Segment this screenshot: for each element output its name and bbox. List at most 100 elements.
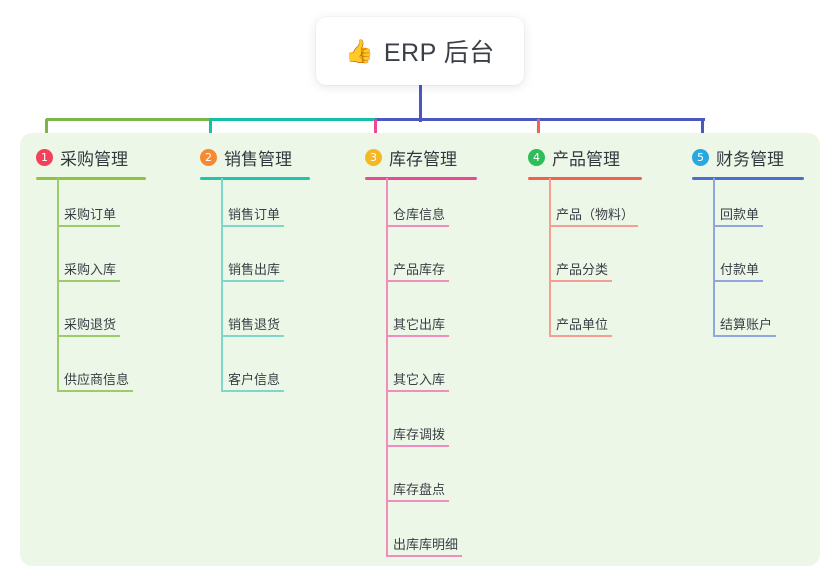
leaf-node[interactable]: 采购退货 [58, 314, 120, 337]
leaf-label: 回款单 [720, 207, 760, 222]
branch-spine-1 [57, 178, 59, 392]
branch-number-badge: 3 [365, 148, 382, 166]
leaf-underline [58, 335, 120, 337]
leaf-underline [714, 225, 763, 227]
branch-underline-1 [36, 177, 146, 180]
branch-underline-5 [692, 177, 804, 180]
leaf-node[interactable]: 产品分类 [550, 259, 612, 282]
leaf-label: 付款单 [720, 262, 760, 277]
leaf-underline [387, 225, 449, 227]
leaf-label: 结算账户 [720, 317, 773, 332]
branch-header-1[interactable]: 1 采购管理 [36, 145, 128, 169]
root-node-card[interactable]: 👍 ERP 后台 [316, 17, 524, 85]
leaf-underline [58, 280, 120, 282]
leaf-label: 销售退货 [228, 317, 281, 332]
branch-number-badge: 2 [200, 148, 217, 166]
leaf-underline [387, 445, 449, 447]
branch-column-2: 2 销售管理 [200, 145, 292, 169]
branch-label: 财务管理 [716, 149, 784, 169]
leaf-node[interactable]: 产品单位 [550, 314, 612, 337]
leaf-underline [550, 335, 612, 337]
leaf-node[interactable]: 其它入库 [387, 369, 449, 392]
bus-segment-2 [210, 117, 378, 121]
branch-spine-4 [549, 178, 551, 337]
thumbs-up-icon: 👍 [345, 37, 374, 64]
bus-segment-1 [46, 117, 213, 121]
leaf-underline [222, 280, 284, 282]
branch-number-badge: 1 [36, 148, 53, 166]
leaf-node[interactable]: 供应商信息 [58, 369, 133, 392]
leaf-underline [222, 390, 284, 392]
branch-label: 采购管理 [60, 149, 128, 169]
leaf-label: 客户信息 [228, 372, 281, 387]
root-node-title: ERP 后台 [383, 39, 495, 67]
branches-panel [20, 133, 820, 566]
leaf-underline [387, 280, 449, 282]
leaf-underline [58, 390, 133, 392]
leaf-label: 库存盘点 [393, 482, 446, 497]
branch-header-5[interactable]: 5 财务管理 [692, 145, 784, 169]
leaf-underline [387, 500, 449, 502]
leaf-node[interactable]: 回款单 [714, 204, 763, 227]
branch-label: 销售管理 [224, 149, 292, 169]
leaf-label: 仓库信息 [393, 207, 446, 222]
branch-header-4[interactable]: 4 产品管理 [528, 145, 620, 169]
leaf-node[interactable]: 其它出库 [387, 314, 449, 337]
root-trunk-line [418, 85, 422, 122]
leaf-label: 其它入库 [393, 372, 446, 387]
leaf-node[interactable]: 仓库信息 [387, 204, 449, 227]
branch-column-4: 4 产品管理 [528, 145, 620, 169]
leaf-underline [387, 390, 449, 392]
branch-spine-3 [386, 178, 388, 557]
leaf-label: 采购订单 [64, 207, 117, 222]
leaf-label: 产品分类 [556, 262, 609, 277]
leaf-label: 采购入库 [64, 262, 117, 277]
leaf-node[interactable]: 付款单 [714, 259, 763, 282]
branch-label: 产品管理 [552, 149, 620, 169]
leaf-label: 销售订单 [228, 207, 281, 222]
leaf-node[interactable]: 销售退货 [222, 314, 284, 337]
branch-column-5: 5 财务管理 [692, 145, 784, 169]
leaf-node[interactable]: 销售订单 [222, 204, 284, 227]
leaf-label: 产品（物料） [556, 207, 635, 222]
leaf-underline [58, 225, 120, 227]
leaf-node[interactable]: 库存调拨 [387, 424, 449, 447]
leaf-node[interactable]: 产品库存 [387, 259, 449, 282]
branch-header-2[interactable]: 2 销售管理 [200, 145, 292, 169]
leaf-label: 产品库存 [393, 262, 446, 277]
bus-segment-3 [375, 117, 541, 121]
branch-spine-2 [221, 178, 223, 392]
leaf-underline [222, 225, 284, 227]
leaf-underline [714, 335, 776, 337]
leaf-label: 销售出库 [228, 262, 281, 277]
leaf-node[interactable]: 结算账户 [714, 314, 776, 337]
leaf-label: 库存调拨 [393, 427, 446, 442]
branch-column-1: 1 采购管理 [36, 145, 128, 169]
leaf-label: 产品单位 [556, 317, 609, 332]
branch-number-badge: 4 [528, 148, 545, 166]
leaf-node[interactable]: 库存盘点 [387, 479, 449, 502]
leaf-label: 采购退货 [64, 317, 117, 332]
branch-column-3: 3 库存管理 [365, 145, 457, 169]
leaf-label: 供应商信息 [64, 372, 130, 387]
leaf-node[interactable]: 销售出库 [222, 259, 284, 282]
branch-spine-5 [713, 178, 715, 337]
branch-number-badge: 5 [692, 148, 709, 166]
branch-label: 库存管理 [389, 149, 457, 169]
bus-segment-4 [538, 117, 705, 121]
leaf-node[interactable]: 出库库明细 [387, 534, 462, 557]
branch-underline-4 [528, 177, 642, 180]
leaf-node[interactable]: 采购订单 [58, 204, 120, 227]
leaf-label: 其它出库 [393, 317, 446, 332]
branch-underline-3 [365, 177, 477, 180]
leaf-underline [550, 225, 638, 227]
leaf-underline [550, 280, 612, 282]
leaf-node[interactable]: 产品（物料） [550, 204, 638, 227]
branch-underline-2 [200, 177, 310, 180]
leaf-node[interactable]: 采购入库 [58, 259, 120, 282]
leaf-underline [714, 280, 763, 282]
leaf-underline [222, 335, 284, 337]
leaf-node[interactable]: 客户信息 [222, 369, 284, 392]
branch-header-3[interactable]: 3 库存管理 [365, 145, 457, 169]
